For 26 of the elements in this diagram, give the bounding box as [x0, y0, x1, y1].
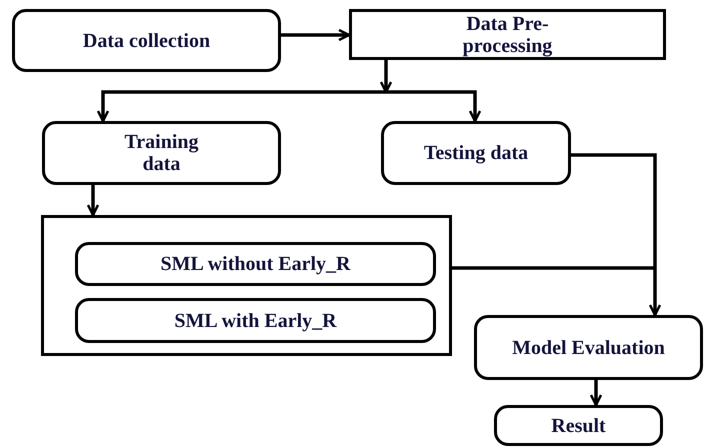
rounded-process-box: [381, 121, 571, 185]
arrow: [86, 185, 100, 216]
box-text: SML with Early_R: [174, 310, 337, 332]
rounded-process-box: [75, 298, 436, 343]
box-text: Training data: [123, 131, 200, 175]
box-text: Data Pre-processing: [462, 12, 554, 56]
rounded-process-box: [474, 315, 703, 380]
arrow: [648, 268, 662, 316]
rounded-process-box: [42, 121, 281, 185]
box-text: Data collection: [82, 30, 210, 52]
connector-line: [571, 153, 657, 268]
arrow: [386, 90, 482, 122]
box-text: Testing data: [424, 142, 528, 164]
arrow: [590, 380, 602, 406]
arrow: [380, 60, 392, 94]
rounded-process-box: [494, 405, 663, 446]
box-text: SML without Early_R: [160, 253, 351, 275]
box-text: Model Evaluation: [512, 336, 665, 358]
box-text: Result: [551, 414, 606, 436]
connector-line: [452, 266, 655, 270]
arrow: [281, 28, 350, 42]
group-box: [41, 215, 452, 356]
rounded-process-box: [75, 242, 436, 286]
arrow: [96, 90, 386, 122]
rounded-process-box: [12, 9, 281, 72]
process-box: [349, 9, 666, 60]
